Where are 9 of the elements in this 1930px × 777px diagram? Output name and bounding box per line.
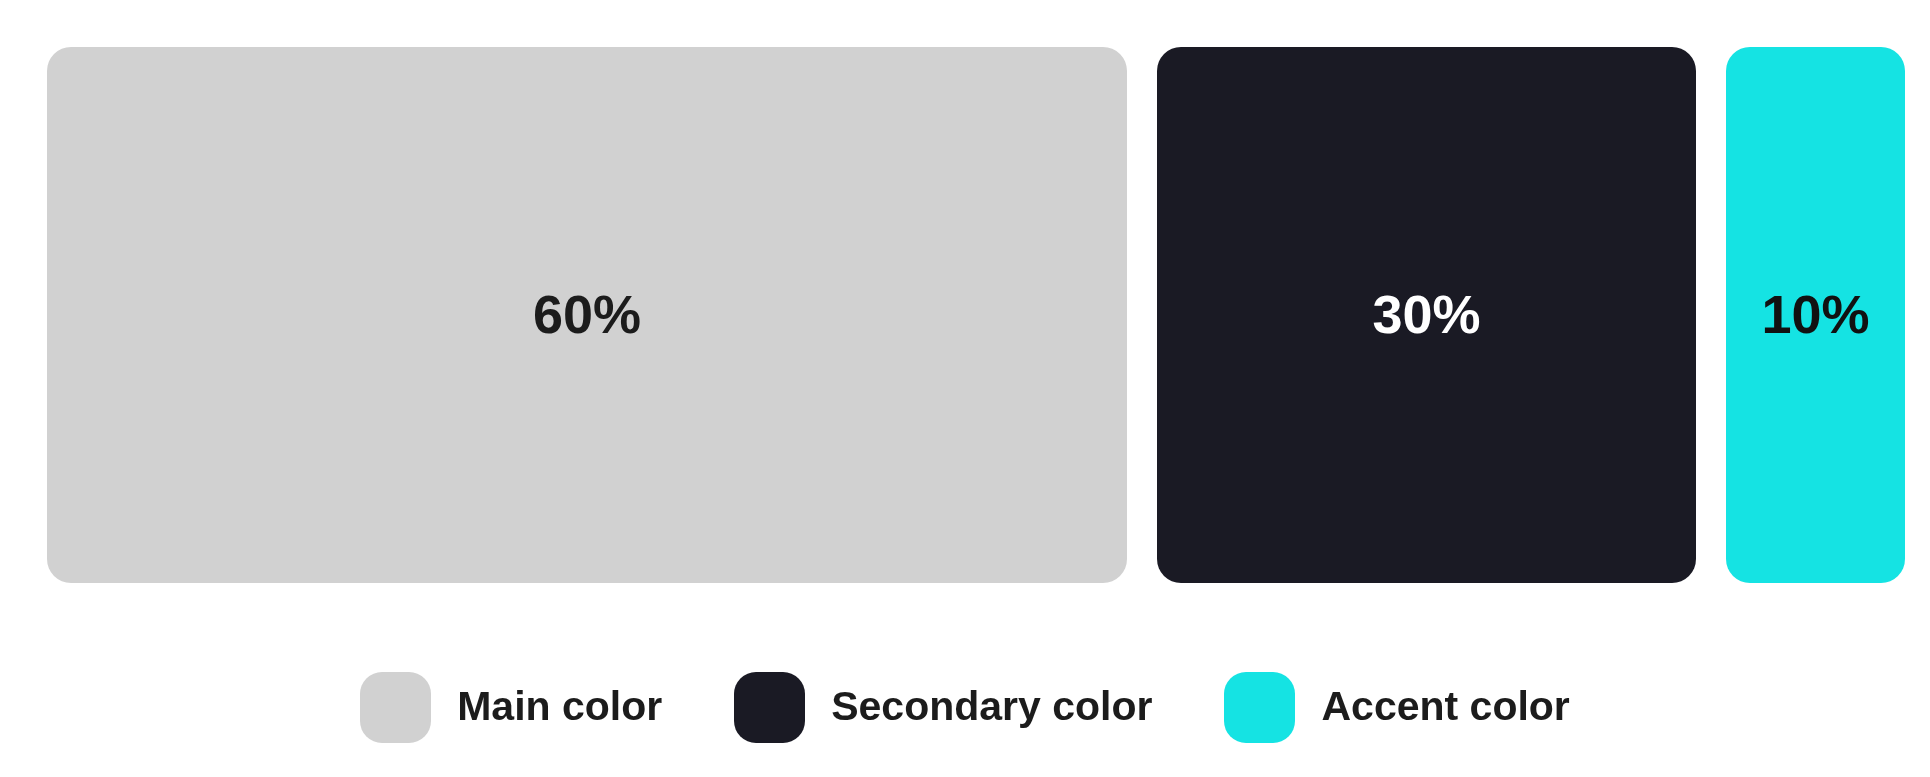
- percentage-label: 30%: [1372, 285, 1481, 345]
- legend-text: Secondary color: [831, 683, 1153, 731]
- percentage-label: 10%: [1761, 285, 1870, 345]
- proportion-block: [1157, 47, 1696, 583]
- proportion-block: [1726, 47, 1905, 583]
- percentage-label: 60%: [532, 285, 642, 345]
- legend-text: Accent color: [1321, 683, 1570, 731]
- proportion-block: [47, 47, 1127, 583]
- legend-text: Main color: [457, 683, 663, 731]
